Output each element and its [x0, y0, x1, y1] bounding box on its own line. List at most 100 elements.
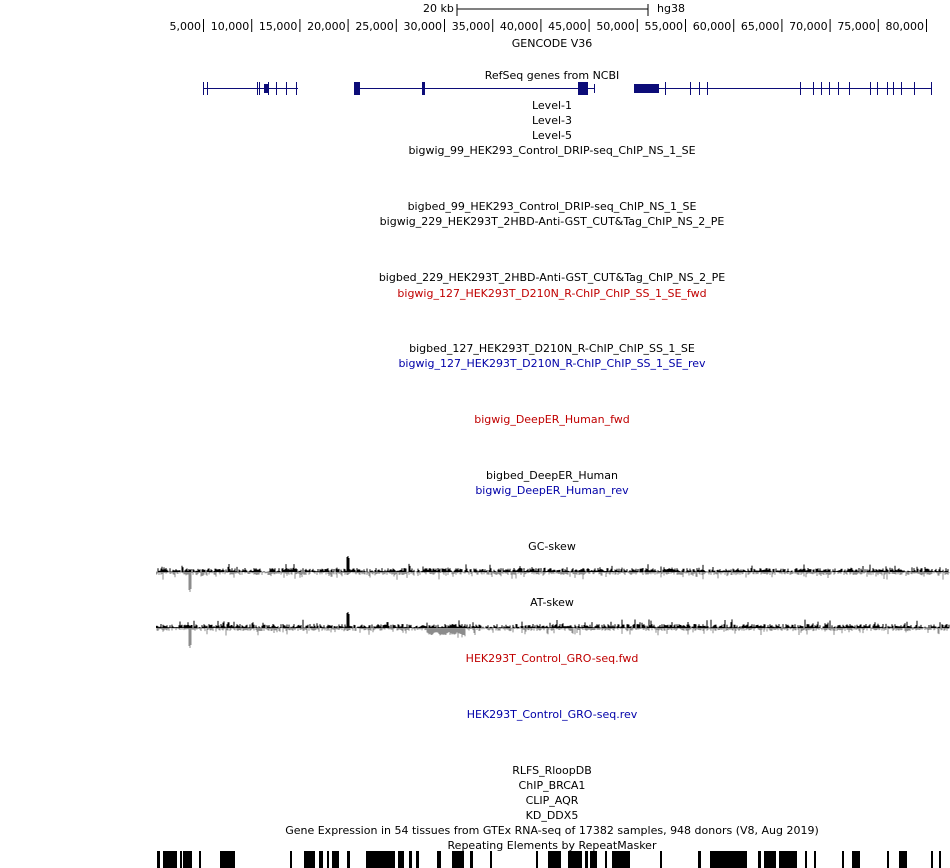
gene-exon [203, 82, 204, 95]
gene-exon [849, 82, 850, 95]
repeat-element-block [887, 851, 889, 868]
gene-exon [800, 82, 801, 95]
gene-exon [207, 82, 208, 95]
repeat-element-block [660, 851, 662, 868]
gene-exon [877, 82, 878, 95]
track-label-level5[interactable]: Level-5 [531, 129, 572, 142]
repeat-element-block [452, 851, 464, 868]
gene-exon [257, 82, 258, 95]
repeat-element-block [710, 851, 747, 868]
repeat-element-block [842, 851, 844, 868]
gene-exon [870, 82, 871, 95]
repeat-element-block [437, 851, 441, 868]
skew-negative-signal [156, 572, 950, 592]
track-label-brca1[interactable]: ChIP_BRCA1 [518, 779, 586, 792]
ruler-tick-label: 35,000 [451, 20, 491, 33]
ruler-tick-label: 40,000 [499, 20, 539, 33]
gene-exon [931, 82, 932, 95]
gene-exon [829, 82, 830, 95]
ruler-tick-label: 15,000 [258, 20, 298, 33]
repeat-element-block [612, 851, 616, 868]
gc-skew-track[interactable] [156, 550, 950, 594]
track-label-ddx5[interactable]: KD_DDX5 [525, 809, 579, 822]
repeat-element-block [409, 851, 412, 868]
repeat-element-block [698, 851, 701, 868]
track-label-deeper-rev[interactable]: bigwig_DeepER_Human_rev [475, 484, 629, 497]
gene-exon [594, 84, 595, 93]
gene-intron-line [203, 88, 298, 89]
repeat-element-block [220, 851, 235, 868]
gene-exon [276, 82, 277, 95]
track-label-at-skew[interactable]: AT-skew [530, 596, 574, 609]
track-label-gro-rev[interactable]: HEK293T_Control_GRO-seq.rev [466, 708, 638, 721]
ruler-tick-label: 45,000 [548, 20, 587, 33]
repeat-element-block [416, 851, 419, 868]
repeat-element-block [183, 851, 192, 868]
ruler-tick-label: 65,000 [740, 20, 780, 33]
ruler-tick-label: 55,000 [644, 20, 684, 33]
gene-exon [354, 82, 360, 95]
track-label-drip-bigbed[interactable]: bigbed_99_HEK293_Control_DRIP-seq_ChIP_N… [407, 200, 697, 213]
repeat-element-block [899, 851, 907, 868]
repeat-element-block [764, 851, 776, 868]
track-label-level3[interactable]: Level-3 [531, 114, 572, 127]
track-label-deeper-fwd[interactable]: bigwig_DeepER_Human_fwd [474, 413, 630, 426]
repeat-element-block [814, 851, 816, 868]
gene-exon [901, 82, 902, 95]
repeat-element-block [398, 851, 404, 868]
repeat-element-block [585, 851, 588, 868]
gene-exon [578, 82, 588, 95]
track-label-rchip-bigbed[interactable]: bigbed_127_HEK293T_D210N_R-ChIP_ChIP_SS_… [409, 342, 695, 355]
track-label-deeper-bigbed[interactable]: bigbed_DeepER_Human [485, 469, 618, 482]
track-label-rchip-rev[interactable]: bigwig_127_HEK293T_D210N_R-ChIP_ChIP_SS_… [398, 357, 706, 370]
scale-label: 20 kb [423, 2, 454, 15]
gene-exon [286, 82, 287, 95]
repeat-element-block [536, 851, 538, 868]
track-label-rchip-fwd[interactable]: bigwig_127_HEK293T_D210N_R-ChIP_ChIP_SS_… [397, 287, 707, 300]
repeat-element-block [490, 851, 492, 868]
track-label-level1[interactable]: Level-1 [531, 99, 572, 112]
ruler-tick-label: 70,000 [789, 20, 828, 33]
ruler-tick-label: 75,000 [837, 20, 876, 33]
ruler-tick-label: 30,000 [403, 20, 443, 33]
repeat-element-block [758, 851, 761, 868]
track-label-gro-fwd[interactable]: HEK293T_Control_GRO-seq.fwd [465, 652, 639, 665]
gene-exon [264, 84, 268, 93]
repeat-element-block [805, 851, 807, 868]
track-label-aqr[interactable]: CLIP_AQR [525, 794, 579, 807]
repeat-element-block [852, 851, 860, 868]
repeat-element-block [304, 851, 315, 868]
gene-exon [821, 82, 822, 95]
repeat-element-block [180, 851, 182, 868]
gene-exon [259, 82, 260, 95]
ruler-tick-label: 60,000 [692, 20, 732, 33]
repeat-element-block [931, 851, 933, 868]
repeat-element-block [347, 851, 350, 868]
track-label-gtex[interactable]: Gene Expression in 54 tissues from GTEx … [285, 824, 819, 837]
gene-exon [838, 82, 839, 95]
track-label-cuttag-bigbed[interactable]: bigbed_229_HEK293T_2HBD-Anti-GST_CUT&Tag… [378, 271, 726, 284]
repeat-element-block [157, 851, 160, 868]
skew-positive-signal [156, 612, 950, 628]
gene-exon [422, 82, 425, 95]
track-label-gencode[interactable]: GENCODE V36 [511, 37, 593, 50]
refseq-gene-track[interactable] [0, 0, 950, 100]
repeatmasker-track[interactable] [0, 851, 950, 868]
track-label-rlfs[interactable]: RLFS_RloopDB [512, 764, 592, 777]
at-skew-track[interactable] [156, 606, 950, 650]
repeat-element-block [366, 851, 395, 868]
repeat-element-block [163, 851, 177, 868]
track-label-gc-skew[interactable]: GC-skew [528, 540, 576, 553]
track-label-refseq[interactable]: RefSeq genes from NCBI [484, 69, 620, 82]
track-label-cuttag-bigwig[interactable]: bigwig_229_HEK293T_2HBD-Anti-GST_CUT&Tag… [379, 215, 725, 228]
ruler-tick-label: 80,000 [885, 20, 925, 33]
gene-exon [690, 82, 691, 95]
repeat-element-block [332, 851, 339, 868]
gene-exon [893, 82, 894, 95]
gene-exon [296, 82, 297, 95]
ruler-tick-label: 20,000 [307, 20, 346, 33]
track-label-drip-bigwig[interactable]: bigwig_99_HEK293_Control_DRIP-seq_ChIP_N… [408, 144, 696, 157]
track-label-rmsk[interactable]: Repeating Elements by RepeatMasker [447, 839, 657, 852]
gene-intron-line [354, 88, 594, 89]
